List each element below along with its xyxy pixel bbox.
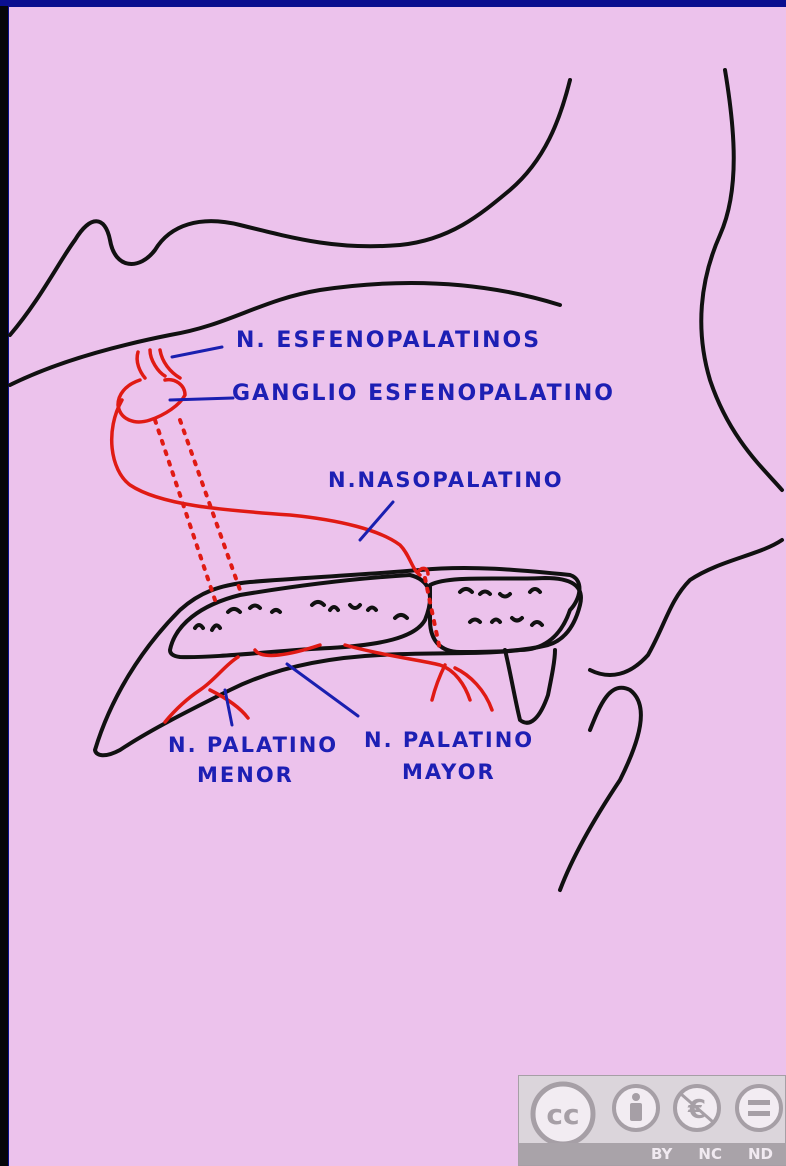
label-n-esfenopalatinos: N. ESFENOPALATINOS — [236, 330, 541, 352]
license-icons: cc € — [519, 1076, 786, 1146]
cc-icon: cc — [533, 1084, 593, 1144]
label-palatino-menor-line2: MENOR — [197, 765, 294, 786]
noncommercial-icon: € — [675, 1086, 719, 1130]
leader-esfenopalatinos — [172, 347, 222, 357]
svg-text:€: € — [687, 1095, 706, 1125]
license-by: BY — [651, 1145, 672, 1163]
label-palatino-mayor-line1: N. PALATINO — [364, 730, 534, 751]
license-terms-band: BY NC ND — [519, 1143, 786, 1165]
sphenopalatine-nerves — [137, 350, 180, 378]
label-n-nasopalatino: N.NASOPALATINO — [328, 470, 564, 491]
leader-palatino-menor — [225, 690, 232, 725]
noderivatives-icon — [737, 1086, 781, 1130]
label-palatino-mayor-line2: MAYOR — [402, 762, 496, 783]
incisor-outline — [505, 650, 555, 723]
palate-marks — [195, 602, 407, 630]
premaxilla-outline — [430, 578, 581, 652]
license-nd: ND — [748, 1145, 773, 1163]
premaxilla-marks — [460, 589, 542, 625]
descending-palatine-canal-1 — [155, 420, 215, 600]
lower-face-outline — [560, 688, 641, 890]
cc-license-badge[interactable]: cc € BY NC ND — [518, 1075, 786, 1166]
label-ganglio-esfenopalatino: GANGLIO ESFENOPALATINO — [232, 383, 615, 405]
leader-ganglio — [170, 398, 233, 400]
svg-text:cc: cc — [546, 1098, 579, 1131]
attribution-icon — [614, 1086, 658, 1130]
label-palatino-menor-line1: N. PALATINO — [168, 735, 338, 756]
license-nc: NC — [698, 1145, 722, 1163]
face-profile-outline — [590, 70, 782, 675]
leader-palatino-mayor — [287, 664, 358, 716]
